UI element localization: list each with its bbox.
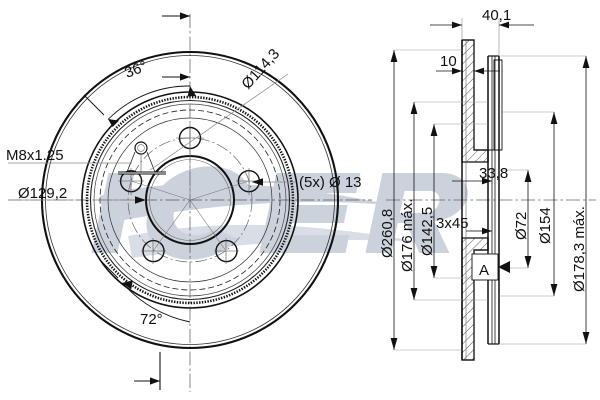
dim-pilot-diameter bbox=[430, 123, 488, 279]
dim-inner-diameter bbox=[499, 111, 558, 297]
dim-chamfer bbox=[466, 227, 492, 235]
dia1292-leader bbox=[8, 196, 146, 204]
dia1143-leader bbox=[149, 73, 289, 171]
dim-max-diameter bbox=[410, 101, 488, 301]
angle-36-dim bbox=[83, 85, 197, 127]
bolt-radial-lines bbox=[130, 138, 250, 252]
dim-hat-thickness bbox=[436, 67, 500, 75]
label-max-diameter: Ø176 máx. bbox=[399, 199, 416, 272]
label-inner-diameter: Ø154 bbox=[537, 207, 554, 244]
hole-count-leader bbox=[252, 178, 296, 186]
label-disc-thickness: 33,8 bbox=[479, 165, 508, 182]
label-max-diameter-right: Ø178,3 máx. bbox=[571, 206, 588, 292]
label-overall-width: 40,1 bbox=[482, 7, 511, 24]
dim-overall-width bbox=[430, 18, 534, 56]
dim-outer-diameter bbox=[390, 49, 462, 351]
label-section-outer-diameter: Ø260,8 bbox=[379, 209, 396, 258]
label-hat-thickness: 10 bbox=[440, 53, 457, 70]
watermark-icer bbox=[91, 166, 468, 260]
dim-bore-diameter bbox=[499, 169, 532, 269]
label-hole-count: (5x) Ø 13 bbox=[299, 174, 362, 191]
label-thread: M8x1.25 bbox=[6, 147, 64, 164]
label-pilot-diameter: Ø142,5 bbox=[419, 207, 436, 256]
label-detail-marker: A bbox=[479, 262, 489, 279]
dim-disc-thickness bbox=[452, 177, 492, 185]
label-outer-diameter: Ø129,2 bbox=[18, 185, 67, 202]
detail-marker-a bbox=[471, 253, 510, 281]
label-angle-lower: 72° bbox=[140, 311, 163, 328]
label-bore-diameter: Ø72 bbox=[513, 212, 530, 240]
dim-max-diameter-right bbox=[499, 55, 590, 345]
angle-36-centerline-arrow bbox=[162, 73, 190, 81]
top-center-arrow bbox=[162, 12, 190, 20]
bottom-center-arrow bbox=[134, 352, 161, 390]
threaded-hole-m8 bbox=[118, 141, 166, 175]
angle-72-dim bbox=[101, 261, 191, 323]
label-chamfer: 3x45 bbox=[436, 215, 469, 232]
